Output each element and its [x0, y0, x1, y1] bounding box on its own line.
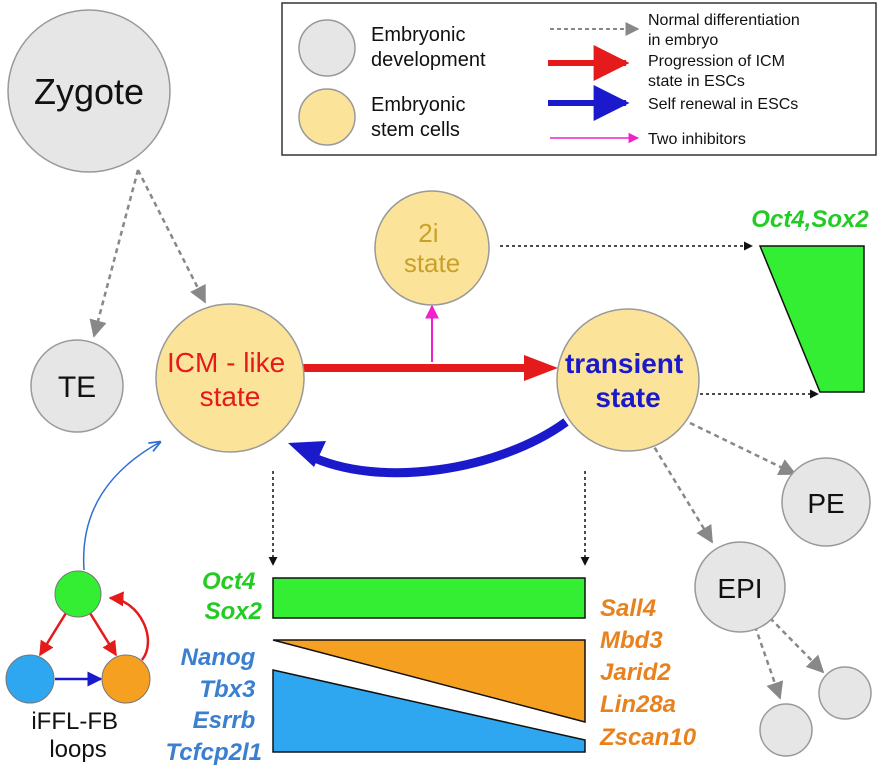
legend-self-renewal-label: Self renewal in ESCs: [648, 96, 798, 113]
pe-label: PE: [807, 488, 844, 519]
legend-embryonic-stem-cells-label: Embryonic stem cells: [371, 94, 471, 141]
legend-progression-label: Progression of ICM state in ESCs: [648, 53, 789, 90]
legend-embryonic-development-label: Embryonic development: [371, 24, 486, 71]
oct4-sox2-top-label: Oct4,Sox2: [751, 206, 869, 233]
orange-gene-labels: Sall4 Mbd3 Jarid2 Lin28a Zscan10: [599, 595, 697, 751]
two-i-circle: [374, 190, 490, 306]
green-gene-labels: Oct4 Sox2: [202, 568, 263, 625]
oct4-sox2-bar: [272, 577, 586, 619]
differentiation-arrows: [89, 169, 825, 700]
green-to-orange-edge: [88, 612, 118, 657]
legend-two-inhibitors-label: Two inhibitors: [648, 131, 746, 148]
blue-gene-labels: Nanog Tbx3 Esrrb Tcfcp2l1: [166, 644, 262, 766]
orange-to-green-feedback-edge: [108, 591, 150, 661]
transient-node: transient state: [556, 308, 700, 452]
pe-circle: [781, 457, 871, 547]
iffl-fb-motif: [5, 570, 151, 704]
self-renewal-arrow-head: [288, 441, 326, 467]
dotted-arrows: [268, 241, 819, 566]
epi-label: EPI: [717, 573, 762, 604]
zygote-to-te-arrow: [89, 169, 140, 338]
epi-child-cell-2: [818, 666, 872, 720]
loop-orange-node: [101, 654, 151, 704]
transient-to-epi-arrow: [648, 439, 714, 544]
epi-to-child2-arrow: [769, 617, 825, 674]
self-renewal-arrow-shaft: [306, 418, 569, 478]
zygote-circle: [7, 9, 171, 173]
loop-to-icm-arrow: [82, 442, 160, 571]
loop-green-node: [54, 570, 102, 618]
two-i-node: 2i state: [374, 190, 490, 306]
progression-arrow-head: [524, 355, 558, 381]
legend: Embryonic development Embryonic stem cel…: [281, 2, 877, 156]
legend-yellow-swatch: [298, 88, 356, 146]
icm-like-label: ICM - like state: [167, 347, 293, 412]
zygote-node: Zygote: [7, 9, 171, 173]
epi-circle: [694, 541, 786, 633]
green-to-blue-edge: [38, 612, 68, 657]
epi-node: EPI: [694, 541, 786, 633]
icm-like-circle: [155, 303, 305, 453]
icm-like-node: ICM - like state: [155, 303, 305, 453]
blue-gene-wedge: [272, 669, 586, 753]
two-i-label: 2i state: [404, 218, 460, 278]
iffl-fb-loops-label: iFFL-FB loops: [31, 708, 124, 763]
te-circle: [30, 339, 124, 433]
te-node: TE: [30, 339, 124, 433]
zygote-to-icm-arrow: [136, 169, 207, 304]
oct4-sox2-trapezoid: [758, 245, 865, 393]
legend-normal-differentiation-label: Normal differentiation in embryo: [648, 12, 804, 49]
te-label: TE: [58, 371, 96, 404]
epi-to-child1-arrow: [753, 625, 784, 700]
transient-label: transient state: [565, 348, 691, 413]
transient-circle: [556, 308, 700, 452]
loop-blue-node: [5, 654, 55, 704]
transient-to-pe-arrow: [689, 421, 797, 476]
epi-child-cell-1: [759, 703, 813, 757]
orange-gene-wedge: [272, 639, 586, 723]
zygote-label: Zygote: [34, 71, 144, 112]
legend-gray-swatch: [298, 19, 356, 77]
pe-node: PE: [781, 457, 871, 547]
